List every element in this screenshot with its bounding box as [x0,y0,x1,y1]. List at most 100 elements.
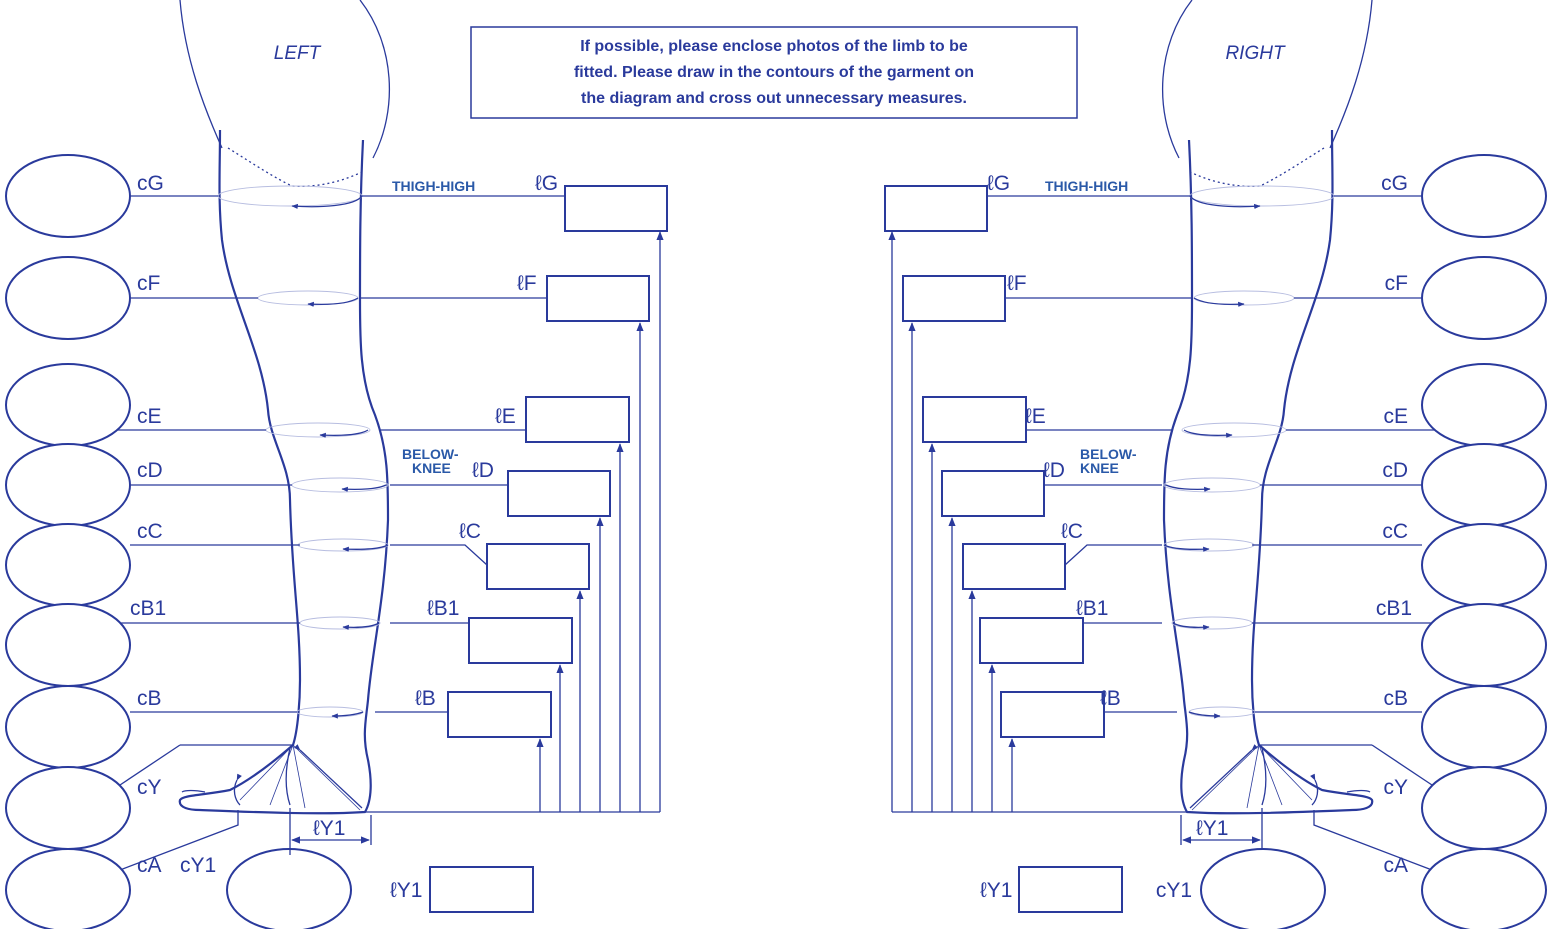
right-lB-input[interactable] [1000,691,1105,738]
left-length-labels: ℓG ℓF ℓE ℓD ℓC ℓB1 ℓB ℓY1 ℓY1 [313,172,558,902]
left-label-cA: cA [137,854,162,877]
left-toe-line [181,789,206,793]
right-cA-input[interactable] [1421,848,1547,929]
right-label-lY1: ℓY1 [980,879,1012,902]
right-label-cY: cY [1383,776,1408,799]
left-cB-input[interactable] [5,685,131,769]
left-cA-input[interactable] [5,848,131,929]
left-label-cG: cG [137,172,164,195]
right-circumference-labels: cG cF cE cD cC cB1 cB cY cA cY1 [1156,172,1412,902]
left-lG-input[interactable] [564,185,668,232]
left-lB1-input[interactable] [468,617,573,664]
right-label-cA: cA [1383,854,1408,877]
left-label-lD: ℓD [472,459,494,482]
left-below-knee-label-2: KNEE [412,460,451,476]
left-thigh-high-label: THIGH-HIGH [392,178,475,194]
left-label-cY1: cY1 [180,854,216,877]
right-cD-input[interactable] [1421,443,1547,527]
right-cY1-input[interactable] [1200,848,1326,929]
left-lF-input[interactable] [546,275,650,322]
left-length-connectors [289,195,664,855]
left-label-lB: ℓB [415,687,436,710]
right-thigh-high-label: THIGH-HIGH [1045,178,1128,194]
left-label-lC: ℓC [459,520,481,543]
left-label-lY1: ℓY1 [390,879,422,902]
right-lD-input[interactable] [941,470,1045,517]
left-circumference-labels: cG cF cE cD cC cB1 cB cY cA cY1 [130,172,216,877]
notice-box: If possible, please enclose photos of th… [470,26,1078,119]
left-leg-outline [178,129,390,815]
left-cG-input[interactable] [5,154,131,238]
right-label-lB1: ℓB1 [1076,597,1108,620]
left-label-cF: cF [137,272,160,295]
right-label-lD: ℓD [1043,459,1065,482]
left-label-lY1-dimension: ℓY1 [313,817,345,840]
right-label-lF: ℓF [1007,272,1027,295]
left-side-label: LEFT [274,43,322,64]
left-label-cB: cB [137,687,162,710]
left-label-lF: ℓF [517,272,537,295]
left-label-cB1: cB1 [130,597,166,620]
right-cY-input[interactable] [1421,766,1547,850]
left-lC-input[interactable] [486,543,590,590]
left-cB1-input[interactable] [5,603,131,687]
left-cF-input[interactable] [5,256,131,340]
left-label-cY: cY [137,776,162,799]
right-lB1-input[interactable] [979,617,1084,664]
right-cB1-input[interactable] [1421,603,1547,687]
right-cE-input[interactable] [1421,363,1547,447]
right-label-cD: cD [1382,459,1408,482]
notice-line-1: If possible, please enclose photos of th… [580,38,968,55]
left-leg-circumference-rings [217,185,389,719]
right-label-cE: cE [1383,405,1408,428]
left-label-cD: cD [137,459,163,482]
right-cF-input[interactable] [1421,256,1547,340]
notice-line-2: fitted. Please draw in the contours of t… [574,64,974,81]
left-lE-input[interactable] [525,396,630,443]
left-cE-input[interactable] [5,363,131,447]
right-below-knee-label-2: KNEE [1080,460,1119,476]
right-lC-input[interactable] [962,543,1066,590]
left-cD-input[interactable] [5,443,131,527]
left-cY-input[interactable] [5,766,131,850]
right-cB-input[interactable] [1421,685,1547,769]
left-gluteal-fold [227,147,363,187]
left-lY1-input[interactable] [429,866,534,913]
notice-line-3: the diagram and cross out unnecessary me… [581,90,967,107]
right-label-lE: ℓE [1025,405,1046,428]
left-side: LEFT [5,0,668,929]
right-cG-input[interactable] [1421,154,1547,238]
right-side-label: RIGHT [1225,43,1286,64]
right-label-lG: ℓG [987,172,1010,195]
right-below-knee-label-1: BELOW- [1080,446,1137,462]
left-label-cE: cE [137,405,162,428]
left-cY1-input[interactable] [226,848,352,929]
right-cC-input[interactable] [1421,523,1547,607]
right-lF-input[interactable] [902,275,1006,322]
right-leg-graphics [884,0,1547,929]
right-lG-input[interactable] [884,185,988,232]
left-label-lB1: ℓB1 [427,597,459,620]
left-cC-input[interactable] [5,523,131,607]
left-label-lG: ℓG [535,172,558,195]
left-circumference-inputs [5,154,352,929]
left-lB-input[interactable] [447,691,552,738]
left-below-knee-label-1: BELOW- [402,446,459,462]
right-label-cC: cC [1382,520,1408,543]
right-side: RIGHT [884,0,1547,929]
right-lY1-input[interactable] [1018,866,1123,913]
left-lD-input[interactable] [507,470,611,517]
right-label-cF: cF [1385,272,1408,295]
right-label-cG: cG [1381,172,1408,195]
right-label-cB1: cB1 [1376,597,1412,620]
right-label-lY1-dimension: ℓY1 [1196,817,1228,840]
right-label-cB: cB [1383,687,1408,710]
right-label-cY1: cY1 [1156,879,1192,902]
left-length-inputs [429,185,668,913]
right-lE-input[interactable] [922,396,1027,443]
right-leg-outline [1162,129,1374,815]
right-label-lC: ℓC [1061,520,1083,543]
left-foot-details [119,744,363,871]
left-circumference-lines [114,195,300,713]
